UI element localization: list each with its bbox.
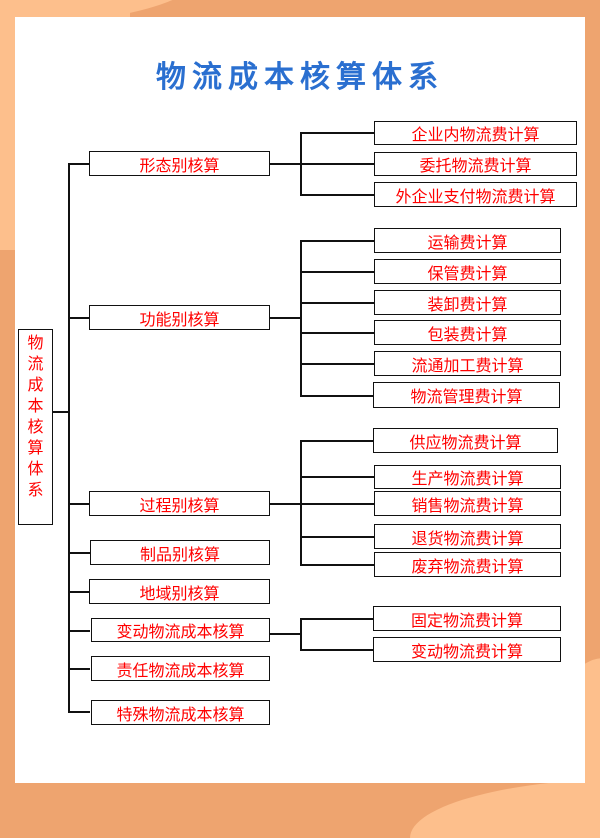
leaf-node: 包装费计算 [374,320,561,345]
page-title: 物流成本核算体系 [156,60,444,95]
connector-line [300,271,374,273]
connector-line [300,440,374,442]
connector-line [300,240,302,396]
connector-line [300,163,374,165]
leaf-node: 流通加工费计算 [374,351,561,376]
connector-line [68,552,90,554]
root-node: 物 流 成 本 核 算 体 系 [18,329,53,525]
category-node: 责任物流成本核算 [91,656,270,681]
root-char: 流 [27,354,44,373]
connector-line [300,649,374,651]
category-node: 变动物流成本核算 [91,618,270,642]
connector-line [68,668,90,670]
connector-line [68,163,90,165]
connector-line [300,618,374,620]
leaf-node: 装卸费计算 [374,290,561,315]
root-char: 算 [27,438,44,457]
root-char: 本 [27,396,44,415]
connector-line [300,564,374,566]
connector-line [300,536,374,538]
leaf-node: 物流管理费计算 [373,382,560,408]
leaf-node: 外企业支付物流费计算 [374,182,577,207]
leaf-node: 生产物流费计算 [374,465,561,489]
leaf-node: 固定物流费计算 [373,606,561,631]
connector-line [68,630,90,632]
category-node: 特殊物流成本核算 [91,700,270,725]
connector-line [300,132,374,134]
connector-line [300,503,374,505]
leaf-node: 销售物流费计算 [374,491,561,516]
connector-line [68,317,90,319]
connector-line [300,476,374,478]
connector-line [269,163,301,165]
category-node: 制品别核算 [90,540,270,565]
root-char: 核 [27,417,44,436]
connector-line [68,503,90,505]
category-node: 地域别核算 [89,579,270,604]
connector-line [300,363,374,365]
connector-line [300,618,302,650]
connector-line [52,411,69,413]
leaf-node: 废弃物流费计算 [374,552,561,577]
category-node: 功能别核算 [89,305,270,330]
leaf-node: 企业内物流费计算 [374,121,577,145]
root-char: 成 [27,375,44,394]
connector-line [300,332,374,334]
leaf-node: 委托物流费计算 [374,152,577,176]
connector-line [300,440,302,565]
connector-line [300,194,374,196]
category-node: 形态别核算 [89,151,270,176]
connector-line [269,633,301,635]
leaf-node: 保管费计算 [374,259,561,284]
connector-line [68,711,90,713]
connector-line [300,395,374,397]
root-char: 体 [27,459,44,478]
root-char: 系 [27,480,44,499]
connector-line [269,503,301,505]
connector-line [269,317,301,319]
connector-line [68,163,70,712]
leaf-node: 退货物流费计算 [374,524,561,549]
connector-line [300,240,374,242]
connector-line [300,302,374,304]
root-char: 物 [27,333,44,352]
leaf-node: 运输费计算 [374,228,561,253]
category-node: 过程别核算 [89,491,270,516]
leaf-node: 供应物流费计算 [373,428,558,453]
connector-line [68,591,90,593]
leaf-node: 变动物流费计算 [373,637,561,662]
